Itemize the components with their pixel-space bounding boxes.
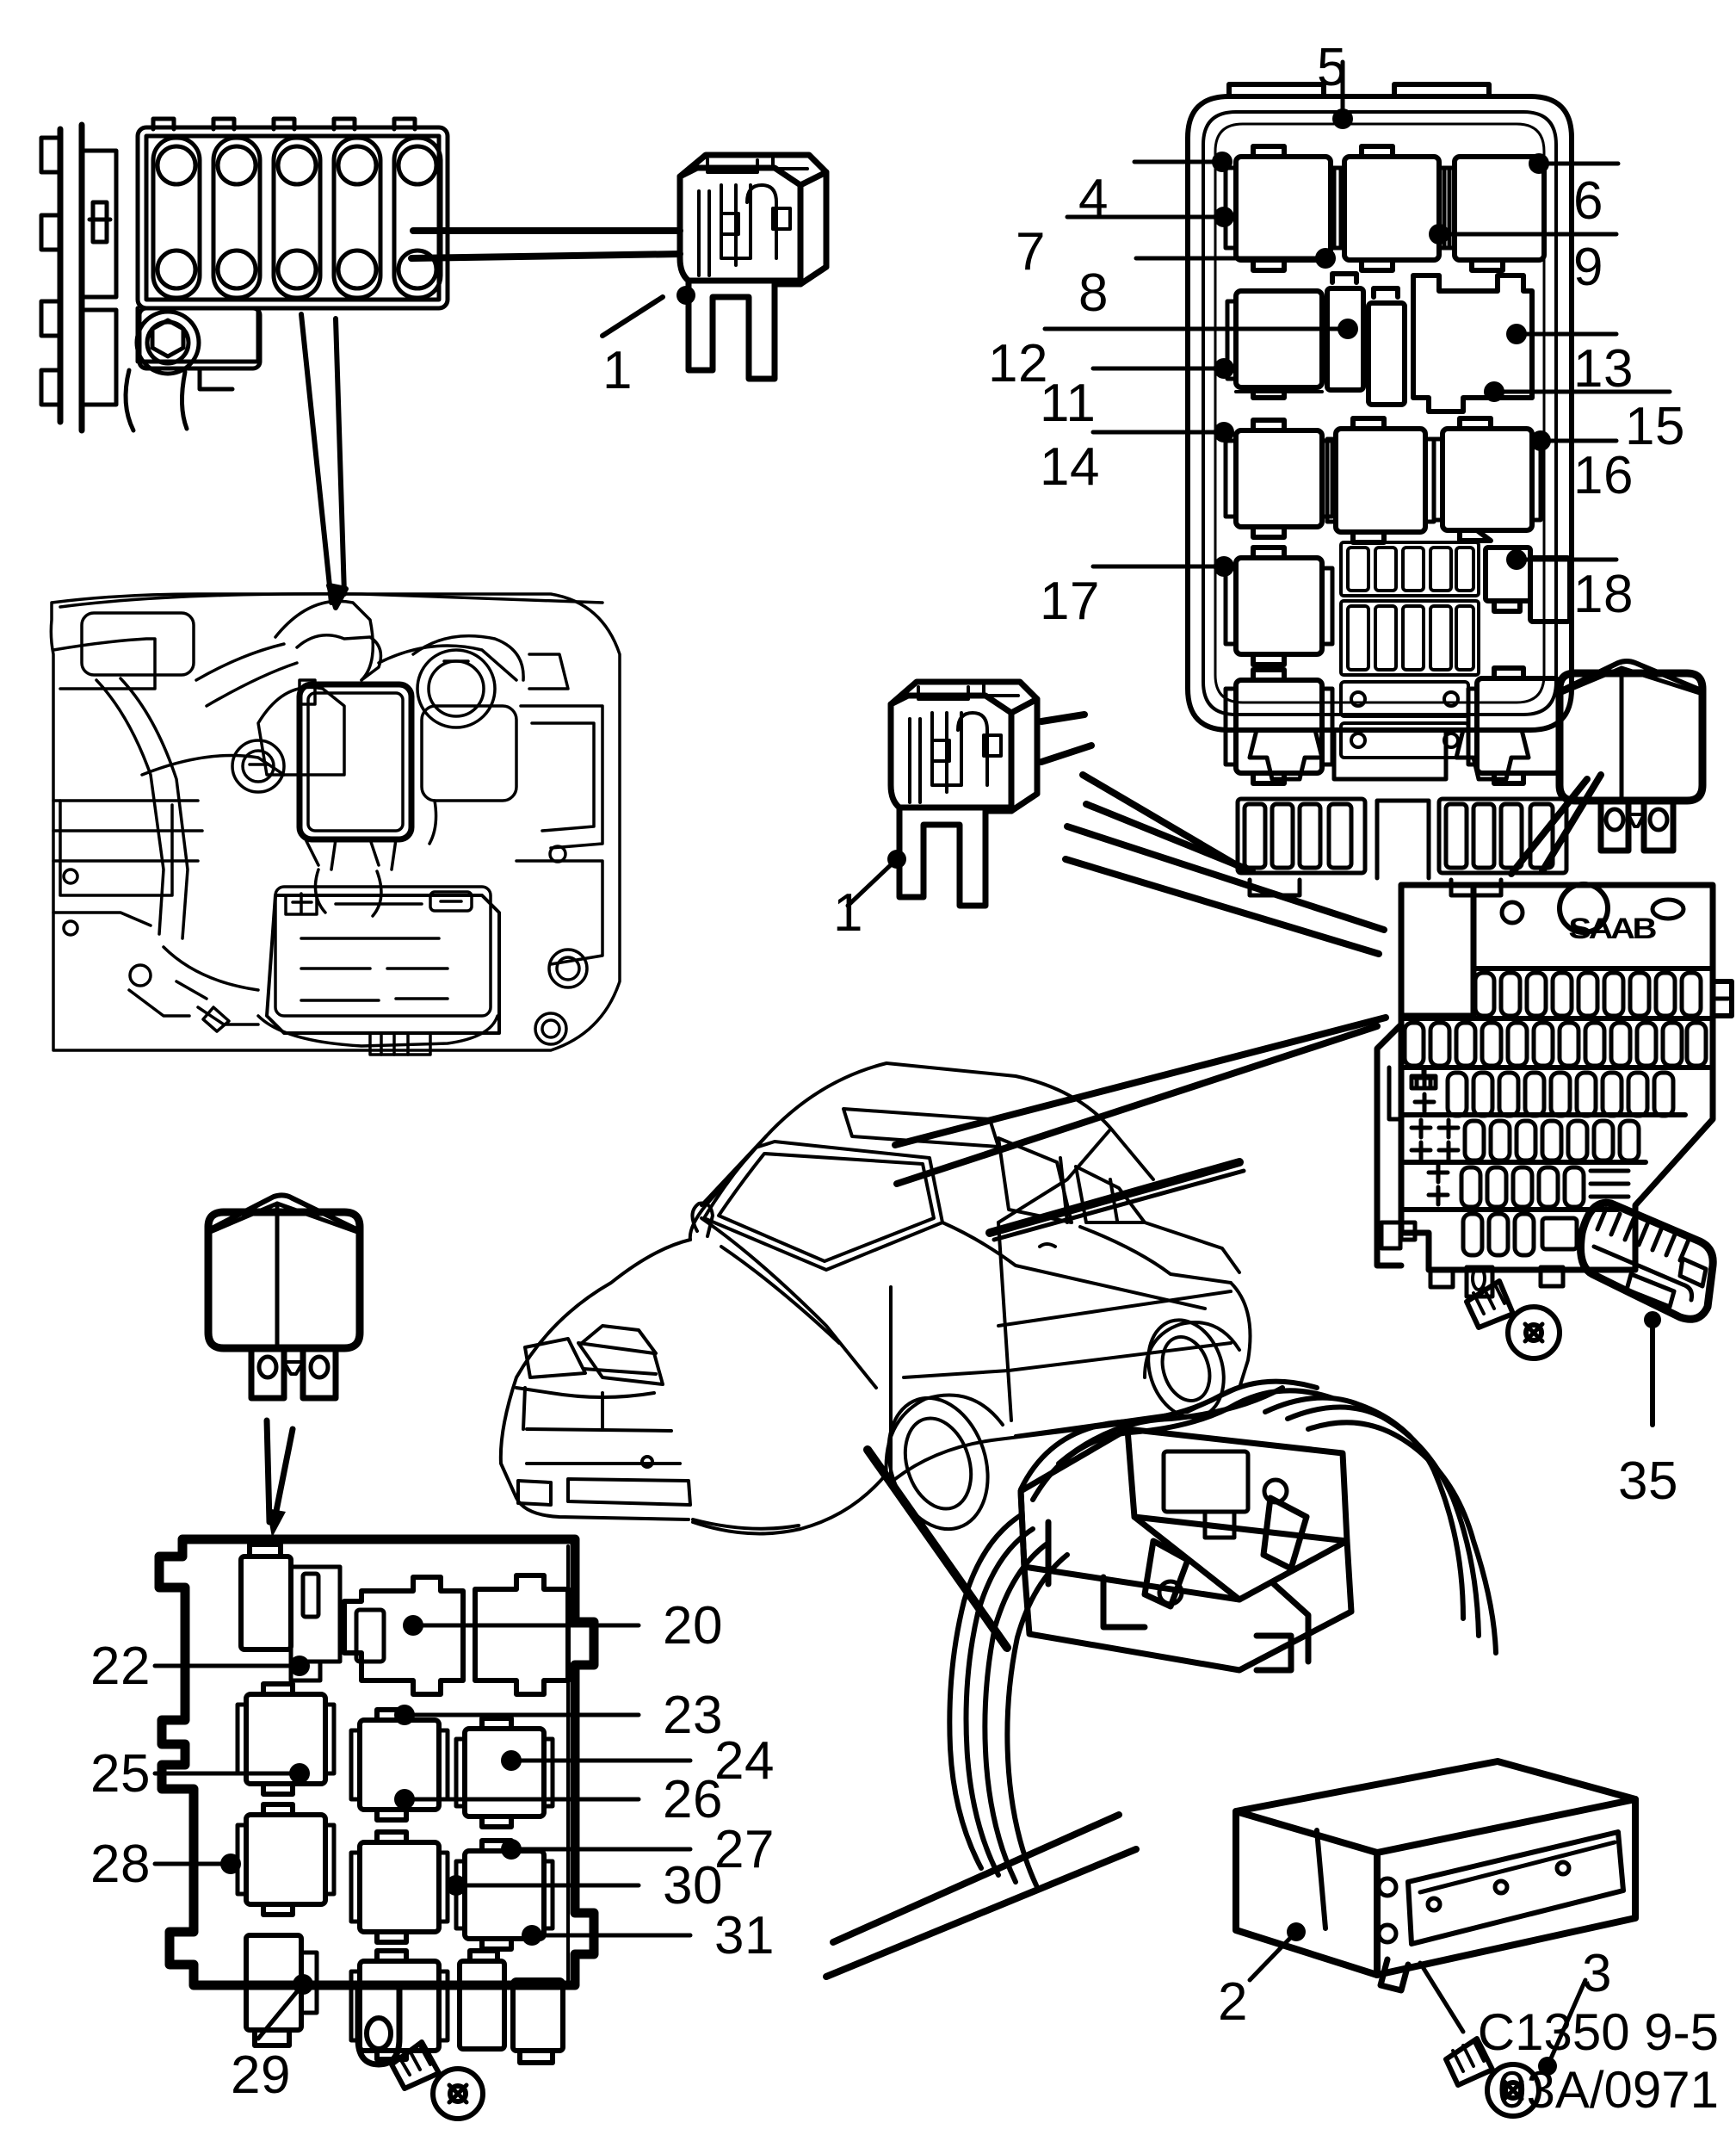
leader-maxi-to-bay bbox=[299, 312, 349, 610]
relay-box-relay-11 bbox=[1233, 428, 1325, 529]
callout-23: 23 bbox=[663, 1686, 723, 1745]
callout-8: 8 bbox=[1078, 263, 1109, 323]
drawing-number: 03A/0971 bbox=[1498, 2060, 1719, 2119]
ecb-relay-30 bbox=[457, 1959, 507, 2052]
callout-5: 5 bbox=[1317, 38, 1347, 97]
maxi-fuse-strip bbox=[39, 116, 450, 434]
callout-4: 4 bbox=[1078, 169, 1109, 228]
harness-connector bbox=[947, 1378, 1498, 1888]
callout-15: 15 bbox=[1625, 397, 1685, 456]
box-screw bbox=[389, 2039, 485, 2121]
panel-screw bbox=[1464, 1278, 1562, 1361]
blank-slot-markers bbox=[1409, 1068, 1461, 1207]
leader-fusebox bbox=[1079, 771, 1604, 877]
ecb-relay-22 bbox=[244, 1692, 328, 1786]
ecb-relay-24 bbox=[462, 1726, 547, 1819]
relay-box-relay-16 bbox=[1528, 555, 1572, 624]
callout-14: 14 bbox=[1040, 437, 1100, 497]
leader-fuse-top bbox=[408, 227, 695, 338]
callout-25: 25 bbox=[90, 1744, 151, 1804]
drawing-code-block: C1350 9-5 03A/0971 bbox=[1478, 2003, 1719, 2119]
callout-16: 16 bbox=[1573, 446, 1634, 505]
fuse-puller bbox=[1577, 1198, 1717, 1427]
relay-box-relay-7 bbox=[1233, 288, 1325, 390]
saab-fuse-panel bbox=[1374, 882, 1734, 1299]
leader-relay-to-box bbox=[263, 1417, 296, 1538]
relay-box-relay-4 bbox=[1233, 154, 1333, 263]
callout-28: 28 bbox=[90, 1835, 151, 1894]
relay-box-relay-13 bbox=[1440, 426, 1535, 533]
fuse-row-5 bbox=[1459, 1165, 1631, 1210]
callout-6: 6 bbox=[1573, 171, 1603, 231]
control-module bbox=[1232, 1758, 1639, 1994]
blade-fuse-top bbox=[676, 152, 830, 382]
callout-30: 30 bbox=[663, 1856, 723, 1915]
fuse-row-3 bbox=[1409, 1067, 1676, 1118]
callout-11: 11 bbox=[1040, 374, 1097, 433]
fuse-row-6 bbox=[1461, 1211, 1579, 1258]
relay-box-relay-6 bbox=[1452, 154, 1547, 263]
callout-3: 3 bbox=[1582, 1944, 1612, 2003]
callout-17: 17 bbox=[1040, 572, 1100, 631]
relay-box-relay-14 bbox=[1233, 555, 1325, 657]
callout-18: 18 bbox=[1573, 565, 1634, 624]
module-screw bbox=[1418, 1960, 1588, 2119]
ecb-relay-20 bbox=[342, 1575, 466, 1697]
callout-9: 9 bbox=[1573, 238, 1603, 297]
callout-24: 24 bbox=[714, 1731, 775, 1791]
relay-box-leaders bbox=[1042, 59, 1672, 577]
saab-logo: SAAB bbox=[1568, 913, 1657, 945]
callout-12: 12 bbox=[988, 334, 1048, 393]
ecb-relay-31 bbox=[510, 1977, 565, 2053]
interior-fuse-box-contents bbox=[235, 1542, 571, 2068]
relay-box-relay-5-body bbox=[1342, 154, 1442, 263]
callout-1-mid: 1 bbox=[833, 883, 863, 943]
relay-box-relay-8-mini bbox=[1366, 300, 1407, 407]
leader-harness-car bbox=[823, 1811, 1140, 1980]
interior-box-leaders bbox=[152, 1615, 693, 2041]
callout-27: 27 bbox=[714, 1820, 775, 1879]
relay-cube-right bbox=[1555, 659, 1707, 854]
ecb-relay-26 bbox=[357, 1840, 442, 1934]
drawing-code: C1350 9-5 bbox=[1477, 2002, 1719, 2061]
callout-7: 7 bbox=[1016, 222, 1046, 282]
relay-cube-left bbox=[204, 1192, 364, 1402]
callout-31: 31 bbox=[714, 1906, 775, 1965]
fuse-row-2 bbox=[1402, 1020, 1708, 1068]
fuse-row-1 bbox=[1473, 970, 1703, 1018]
callout-1-top: 1 bbox=[602, 341, 633, 400]
callout-35: 35 bbox=[1618, 1451, 1678, 1511]
car-body bbox=[498, 1061, 1252, 1536]
leader-panel-to-car bbox=[892, 1014, 1389, 1187]
callout-22: 22 bbox=[90, 1637, 151, 1696]
callout-20: 20 bbox=[663, 1596, 723, 1656]
wire-bundle bbox=[947, 1378, 1498, 1888]
engine-relay-box bbox=[1185, 82, 1574, 898]
callout-29: 29 bbox=[231, 2045, 291, 2105]
callout-13: 13 bbox=[1573, 339, 1634, 399]
relay-box-relay-9 bbox=[1411, 273, 1535, 414]
fuse-row-4 bbox=[1462, 1118, 1641, 1163]
ecb-relay-25 bbox=[244, 1812, 328, 1907]
blade-fuse-mid bbox=[845, 678, 1041, 909]
relay-box-relay-12 bbox=[1333, 426, 1428, 535]
callout-26: 26 bbox=[663, 1770, 723, 1829]
leader-fuse-mid bbox=[1038, 711, 1387, 957]
callout-2: 2 bbox=[1218, 1972, 1248, 2032]
engine-bay-illustration bbox=[49, 592, 621, 1056]
leader-car-hood bbox=[863, 1445, 1011, 1652]
